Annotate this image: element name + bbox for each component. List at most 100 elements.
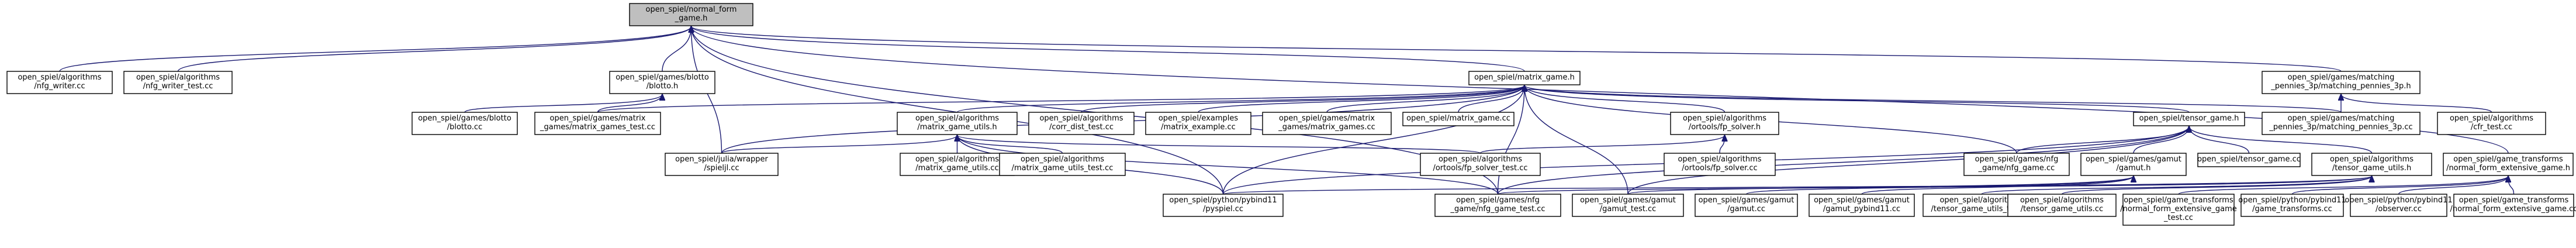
node-gamut-cc[interactable]: open_spiel/games/gamut/gamut.cc	[1695, 194, 1798, 217]
node-label-line: /pyspiel.cc	[1203, 205, 1243, 213]
node-label-line: open_spiel/game_transforms	[2459, 196, 2569, 205]
node-label-line: /blotto.h	[646, 82, 679, 91]
node-label-line: open_spiel/algorithms	[1683, 114, 1766, 123]
edge-tensor-game-utils-test-cc-to-tensor-game-utils-h	[1981, 176, 2372, 195]
node-blotto-h[interactable]: open_spiel/games/blotto/blotto.h	[609, 71, 715, 94]
edge-nfg-writer-test-cc-to-root	[177, 26, 691, 72]
node-box	[1809, 194, 1915, 217]
edge-nfg-writer-cc-to-root	[59, 26, 691, 72]
node-label-line: _game.h	[675, 14, 708, 23]
edge-blotto-cc-to-blotto-h	[464, 94, 662, 113]
node-spieljl-cc[interactable]: open_spiel/julia/wrapper/spieljl.cc	[665, 153, 779, 176]
node-matrix-games-test-cc[interactable]: open_spiel/games/matrix_games/matrix_gam…	[534, 112, 661, 135]
node-label-line: /normal_form_extensive_game.cc	[2450, 205, 2576, 213]
node-box	[1145, 112, 1251, 135]
node-nfg-game-test-cc[interactable]: open_spiel/games/nfg_game/nfg_game_test.…	[1434, 194, 1561, 217]
node-matrix-games-cc[interactable]: open_spiel/games/matrix_games/matrix_gam…	[1262, 112, 1392, 135]
node-label-line: /observer.cc	[2376, 205, 2422, 213]
edge-tensor-game-utils-cc-to-tensor-game-utils-h	[2061, 176, 2372, 195]
node-label-line: open_spiel/julia/wrapper	[675, 155, 768, 164]
node-label-line: open_spiel/algorithms	[136, 73, 220, 82]
node-label-line: _game/nfg_game.cc	[1978, 164, 2055, 173]
node-box	[1402, 112, 1515, 126]
edge-fp-solver-h-to-matrix-game-h	[1524, 85, 1726, 113]
edge-spieljl-cc-to-matrix-game-utils-h	[721, 135, 957, 154]
node-label-line: open_spiel/games/gamut	[2086, 155, 2181, 164]
node-tensor-game-utils-cc[interactable]: open_spiel/algorithms/tensor_game_utils.…	[2007, 194, 2117, 217]
edge-blotto-h-to-root	[662, 26, 691, 72]
edge-matrix-example-cc-to-matrix-game-h	[1198, 85, 1524, 113]
node-corr-dist-test-cc[interactable]: open_spiel/algorithms/corr_dist_test.cc	[1028, 112, 1135, 135]
node-box	[665, 153, 779, 176]
node-fp-solver-cc[interactable]: open_spiel/algorithms/ortools/fp_solver.…	[1664, 153, 1776, 176]
node-gamut-pybind11-cc[interactable]: open_spiel/games/gamut/gamut_pybind11.cc	[1809, 194, 1915, 217]
node-nfe-game-h[interactable]: open_spiel/game_transforms/normal_form_e…	[2443, 153, 2574, 176]
edge-cfr-test-cc-to-matching-pennies-3p-h	[2341, 94, 2492, 113]
node-game-transforms-pybind-cc[interactable]: open_spiel/python/pybind11/game_transfor…	[2238, 194, 2346, 217]
node-tensor-game-h[interactable]: open_spiel/tensor_game.h	[2133, 112, 2245, 126]
node-nfg-game-cc[interactable]: open_spiel/games/nfg_game/nfg_game.cc	[1963, 153, 2070, 176]
node-matching-pennies-3p-cc[interactable]: open_spiel/games/matching_pennies_3p/mat…	[2262, 112, 2421, 135]
edge-gamut-test-cc-to-matrix-game-h	[1524, 85, 1628, 195]
node-label-line: open_spiel/games/blotto	[616, 73, 709, 82]
node-label-line: /gamut_pybind11.cc	[1823, 205, 1900, 213]
node-nfe-game-test-cc[interactable]: open_spiel/game_transforms/normal_form_e…	[2120, 194, 2237, 226]
node-matrix-example-cc[interactable]: open_spiel/examples/matrix_example.cc	[1145, 112, 1251, 135]
node-pyspiel-cc[interactable]: open_spiel/python/pybind11/pyspiel.cc	[1163, 194, 1284, 217]
node-box	[999, 153, 1126, 176]
node-label-line: _games/matrix_games.cc	[1278, 123, 1375, 132]
node-fp-solver-h[interactable]: open_spiel/algorithms/ortools/fp_solver.…	[1670, 112, 1779, 135]
node-tensor-game-utils-h[interactable]: open_spiel/algorithms/tensor_game_utils.…	[2311, 153, 2432, 176]
node-label-line: open_spiel/game_transforms	[2453, 155, 2563, 164]
node-box	[2240, 194, 2344, 217]
node-matrix-game-utils-h[interactable]: open_spiel/algorithms/matrix_game_utils.…	[897, 112, 1018, 135]
node-gamut-h[interactable]: open_spiel/games/gamut/gamut.h	[2080, 153, 2187, 176]
edges-layer	[59, 26, 2515, 195]
edge-nfg-game-test-cc-to-matrix-game-h	[1497, 85, 1525, 195]
node-blotto-cc[interactable]: open_spiel/games/blotto/blotto.cc	[412, 112, 518, 135]
node-label-line: /gamut.h	[2117, 164, 2151, 173]
edge-nfg-game-test-cc-to-tensor-game-utils-h	[1497, 176, 2372, 195]
node-box	[2437, 112, 2546, 135]
node-nfe-game-cc[interactable]: open_spiel/game_transforms/normal_form_e…	[2450, 194, 2576, 217]
node-box	[1664, 153, 1776, 176]
node-gamut-test-cc[interactable]: open_spiel/games/gamut/gamut_test.cc	[1572, 194, 1684, 217]
node-label-line: /nfg_writer_test.cc	[143, 82, 213, 91]
node-matrix-game-utils-test-cc[interactable]: open_spiel/algorithms/matrix_game_utils_…	[999, 153, 1126, 176]
node-label-line: open_spiel/algorithms	[1021, 155, 1104, 164]
node-label-line: /tensor_game_utils_test.cc	[1931, 205, 2032, 213]
node-matrix-game-cc[interactable]: open_spiel/matrix_game.cc	[1402, 112, 1515, 126]
node-label-line: open_spiel/algorithms	[18, 73, 101, 82]
node-label-line: /normal_form_extensive_game	[2120, 205, 2237, 213]
node-label-line: /ortools/fp_solver.h	[1689, 123, 1761, 132]
node-matching-pennies-3p-h[interactable]: open_spiel/games/matching_pennies_3p/mat…	[2262, 71, 2421, 94]
node-label-line: _pennies_3p/matching_pennies_3p.h	[2270, 82, 2411, 91]
node-box	[2453, 194, 2574, 217]
node-matrix-game-utils-cc[interactable]: open_spiel/algorithms/matrix_game_utils.…	[900, 153, 1015, 176]
node-cfr-test-cc[interactable]: open_spiel/algorithms/cfr_test.cc	[2437, 112, 2546, 135]
edge-tensor-game-cc-to-tensor-game-h	[2189, 126, 2250, 154]
node-label-line: /nfg_writer.cc	[34, 82, 85, 91]
node-label-line: open_spiel/examples	[1159, 114, 1239, 123]
node-label-line: /corr_dist_test.cc	[1049, 123, 1114, 132]
edge-fp-solver-test-cc-to-fp-solver-h	[1479, 135, 1725, 154]
node-label-line: /cfr_test.cc	[2471, 123, 2512, 132]
node-tensor-game-cc[interactable]: open_spiel/tensor_game.cc	[2197, 153, 2301, 167]
node-fp-solver-test-cc[interactable]: open_spiel/algorithms/ortools/fp_solver_…	[1420, 153, 1541, 176]
node-box	[2080, 153, 2187, 176]
node-box	[2007, 194, 2117, 217]
node-label-line: open_spiel/algorithms	[915, 114, 999, 123]
node-nfg-writer-test-cc[interactable]: open_spiel/algorithms/nfg_writer_test.cc	[123, 71, 233, 94]
node-box	[1963, 153, 2070, 176]
node-box	[1262, 112, 1392, 135]
edge-pyspiel-cc-to-tensor-game-utils-h	[1222, 176, 2372, 195]
node-matrix-game-h[interactable]: open_spiel/matrix_game.h	[1468, 71, 1581, 85]
node-label-line: open_spiel/tensor_game.cc	[2197, 155, 2301, 164]
node-observer-pybind-cc[interactable]: open_spiel/python/pybind11/observer.cc	[2345, 194, 2453, 217]
node-box	[2122, 194, 2235, 226]
node-label-line: open_spiel/games/matrix	[1279, 114, 1375, 123]
node-box	[1163, 194, 1284, 217]
node-box	[6, 71, 113, 94]
node-nfg-writer-cc[interactable]: open_spiel/algorithms/nfg_writer.cc	[6, 71, 113, 94]
nodes-layer: open_spiel/normal_form_game.hopen_spiel/…	[6, 3, 2576, 226]
